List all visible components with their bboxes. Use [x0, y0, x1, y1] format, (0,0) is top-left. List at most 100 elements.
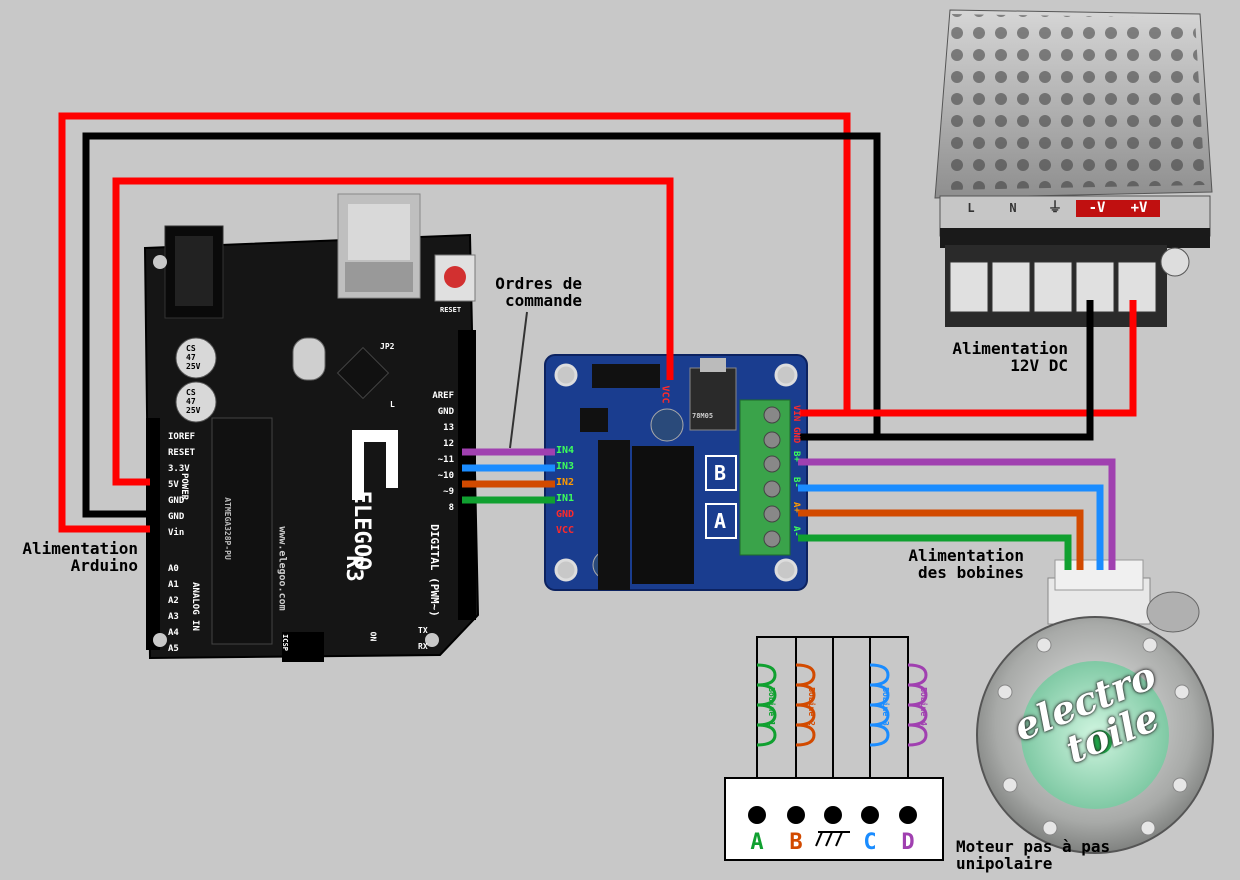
label-alim-arduino-1: Alimentation — [22, 539, 138, 558]
driver-vcc-top: VCC — [659, 385, 671, 404]
arduino-model: R3 — [340, 555, 366, 582]
label-moteur-2: unipolaire — [956, 854, 1053, 873]
arduino-digital-label: DIGITAL (PWM~) — [427, 524, 441, 617]
pin-reset: RESET — [168, 448, 196, 458]
driver-in4: IN4 — [556, 445, 575, 456]
label-ordres-line-2: commande — [504, 291, 582, 310]
driver-gnd-in: GND — [556, 509, 575, 520]
label-moteur-1: Moteur pas à pas — [956, 837, 1111, 856]
wire-a-plus — [798, 509, 1084, 570]
label-alim-bobines: Alimentation des bobines — [880, 547, 1024, 581]
arduino-icsp-label: ICSP — [280, 634, 289, 651]
power-supply — [934, 9, 1213, 327]
arduino-board — [143, 193, 480, 662]
label-moteur: Moteur pas à pas unipolaire — [956, 838, 1136, 872]
arduino-digital-pins: AREF GND 13 12 ~11 ~10 ~9 8 — [420, 388, 454, 516]
coil-label-3: Bobine 3 — [880, 687, 890, 726]
driver-gnd-out: GND — [791, 427, 801, 444]
arduino-tx-label: TX — [418, 626, 428, 635]
driver-b-plus: B+ — [791, 451, 801, 462]
label-alim-arduino-2: Arduino — [70, 556, 138, 575]
pin-9: ~9 — [443, 487, 454, 497]
driver-in3: IN3 — [556, 461, 575, 472]
driver-outputs: VIN GND B+ B- A+ A- — [786, 404, 806, 548]
arduino-url: www.elegoo.com — [276, 526, 288, 611]
pin-label-b: B — [789, 830, 803, 855]
arduino-rx-label: RX — [418, 642, 428, 651]
pin-gnd-2: GND — [168, 512, 185, 522]
arduino-analog-pins: A0 A1 A2 A3 A4 A5 — [168, 561, 198, 657]
wire-psu-minus — [800, 300, 1094, 441]
psu-terminal-minus: -V — [1076, 200, 1118, 217]
coil-2 — [795, 663, 816, 747]
coil-3 — [869, 663, 890, 747]
stepper-motor — [976, 559, 1214, 854]
pin-a0: A0 — [168, 564, 179, 574]
label-alim-12v-2: 12V DC — [1010, 356, 1068, 375]
arduino-reset-label: RESET — [440, 306, 462, 314]
pin-label-a: A — [750, 830, 764, 855]
coil-label-4: Bobine 4 — [918, 687, 928, 726]
pin-11: ~11 — [437, 455, 454, 465]
psu-terminals: L N ⏚ -V +V — [950, 200, 1160, 217]
driver-coil-b: B — [714, 461, 727, 485]
label-ordres-line-1: Ordres de — [495, 274, 582, 293]
psu-terminal-n: N — [1009, 201, 1017, 215]
driver-regulator: 78M05 — [692, 412, 714, 420]
coil-1 — [756, 663, 777, 747]
pin-a4: A4 — [168, 628, 179, 638]
driver-board — [544, 354, 808, 591]
label-alim-bobines-2: des bobines — [918, 563, 1024, 582]
driver-vcc-in: VCC — [556, 525, 575, 536]
wire-a-minus — [798, 534, 1072, 570]
arduino-power-pins: IOREF RESET 3.3V 5V GND GND Vin — [168, 429, 208, 541]
wire-b-minus — [798, 484, 1104, 570]
driver-a-minus: A- — [791, 526, 801, 537]
arduino-on-label: ON — [368, 631, 378, 642]
motor-schematic — [724, 636, 944, 861]
pin-ioref: IOREF — [168, 432, 196, 442]
coil-label-1: Bobine 1 — [766, 687, 776, 726]
pin-3v3: 3.3V — [168, 464, 190, 474]
pin-8: 8 — [448, 503, 454, 513]
pin-label-c: C — [863, 830, 877, 855]
arduino-jp-label: JP2 — [380, 342, 395, 351]
driver-vin: VIN — [791, 405, 801, 422]
psu-terminal-plus: +V — [1118, 200, 1160, 217]
label-alim-bobines-1: Alimentation — [908, 546, 1024, 565]
wire-b-plus — [798, 458, 1116, 570]
wire-psu-plus — [800, 300, 1137, 417]
pin-a2: A2 — [168, 596, 179, 606]
pin-a1: A1 — [168, 580, 179, 590]
psu-terminal-l: L — [967, 201, 975, 215]
driver-b-minus: B- — [791, 477, 801, 488]
driver-inputs: IN4 IN3 IN2 IN1 GND VCC — [556, 443, 580, 539]
pin-gnd-d: GND — [437, 407, 454, 417]
driver-in1: IN1 — [556, 493, 575, 504]
pin-12: 12 — [443, 439, 454, 449]
label-alim-12v: Alimentation 12V DC — [932, 340, 1068, 374]
wire-5v-red — [112, 177, 674, 486]
pin-a5: A5 — [168, 644, 179, 654]
pin-gnd-1: GND — [168, 496, 185, 506]
driver-a-plus: A+ — [791, 502, 801, 513]
arduino-l-label: L — [390, 400, 395, 409]
coil-4 — [907, 663, 928, 747]
coil-label-2: Bobine 2 — [806, 687, 816, 726]
label-alim-12v-1: Alimentation — [952, 339, 1068, 358]
pin-5v: 5V — [168, 480, 179, 490]
arduino-chip: ATMEGA328P-PU — [222, 497, 232, 560]
driver-in2: IN2 — [556, 477, 575, 488]
pin-label-d: D — [901, 830, 915, 855]
psu-terminal-ground: ⏚ — [1048, 200, 1062, 216]
label-alim-arduino: Alimentation Arduino — [4, 540, 138, 574]
label-ordres-commande: Ordres de commande — [470, 275, 582, 309]
pin-vin: Vin — [168, 528, 185, 538]
driver-coil-a: A — [714, 509, 727, 533]
pin-a3: A3 — [168, 612, 179, 622]
pin-10: ~10 — [437, 471, 454, 481]
pin-13: 13 — [443, 423, 454, 433]
